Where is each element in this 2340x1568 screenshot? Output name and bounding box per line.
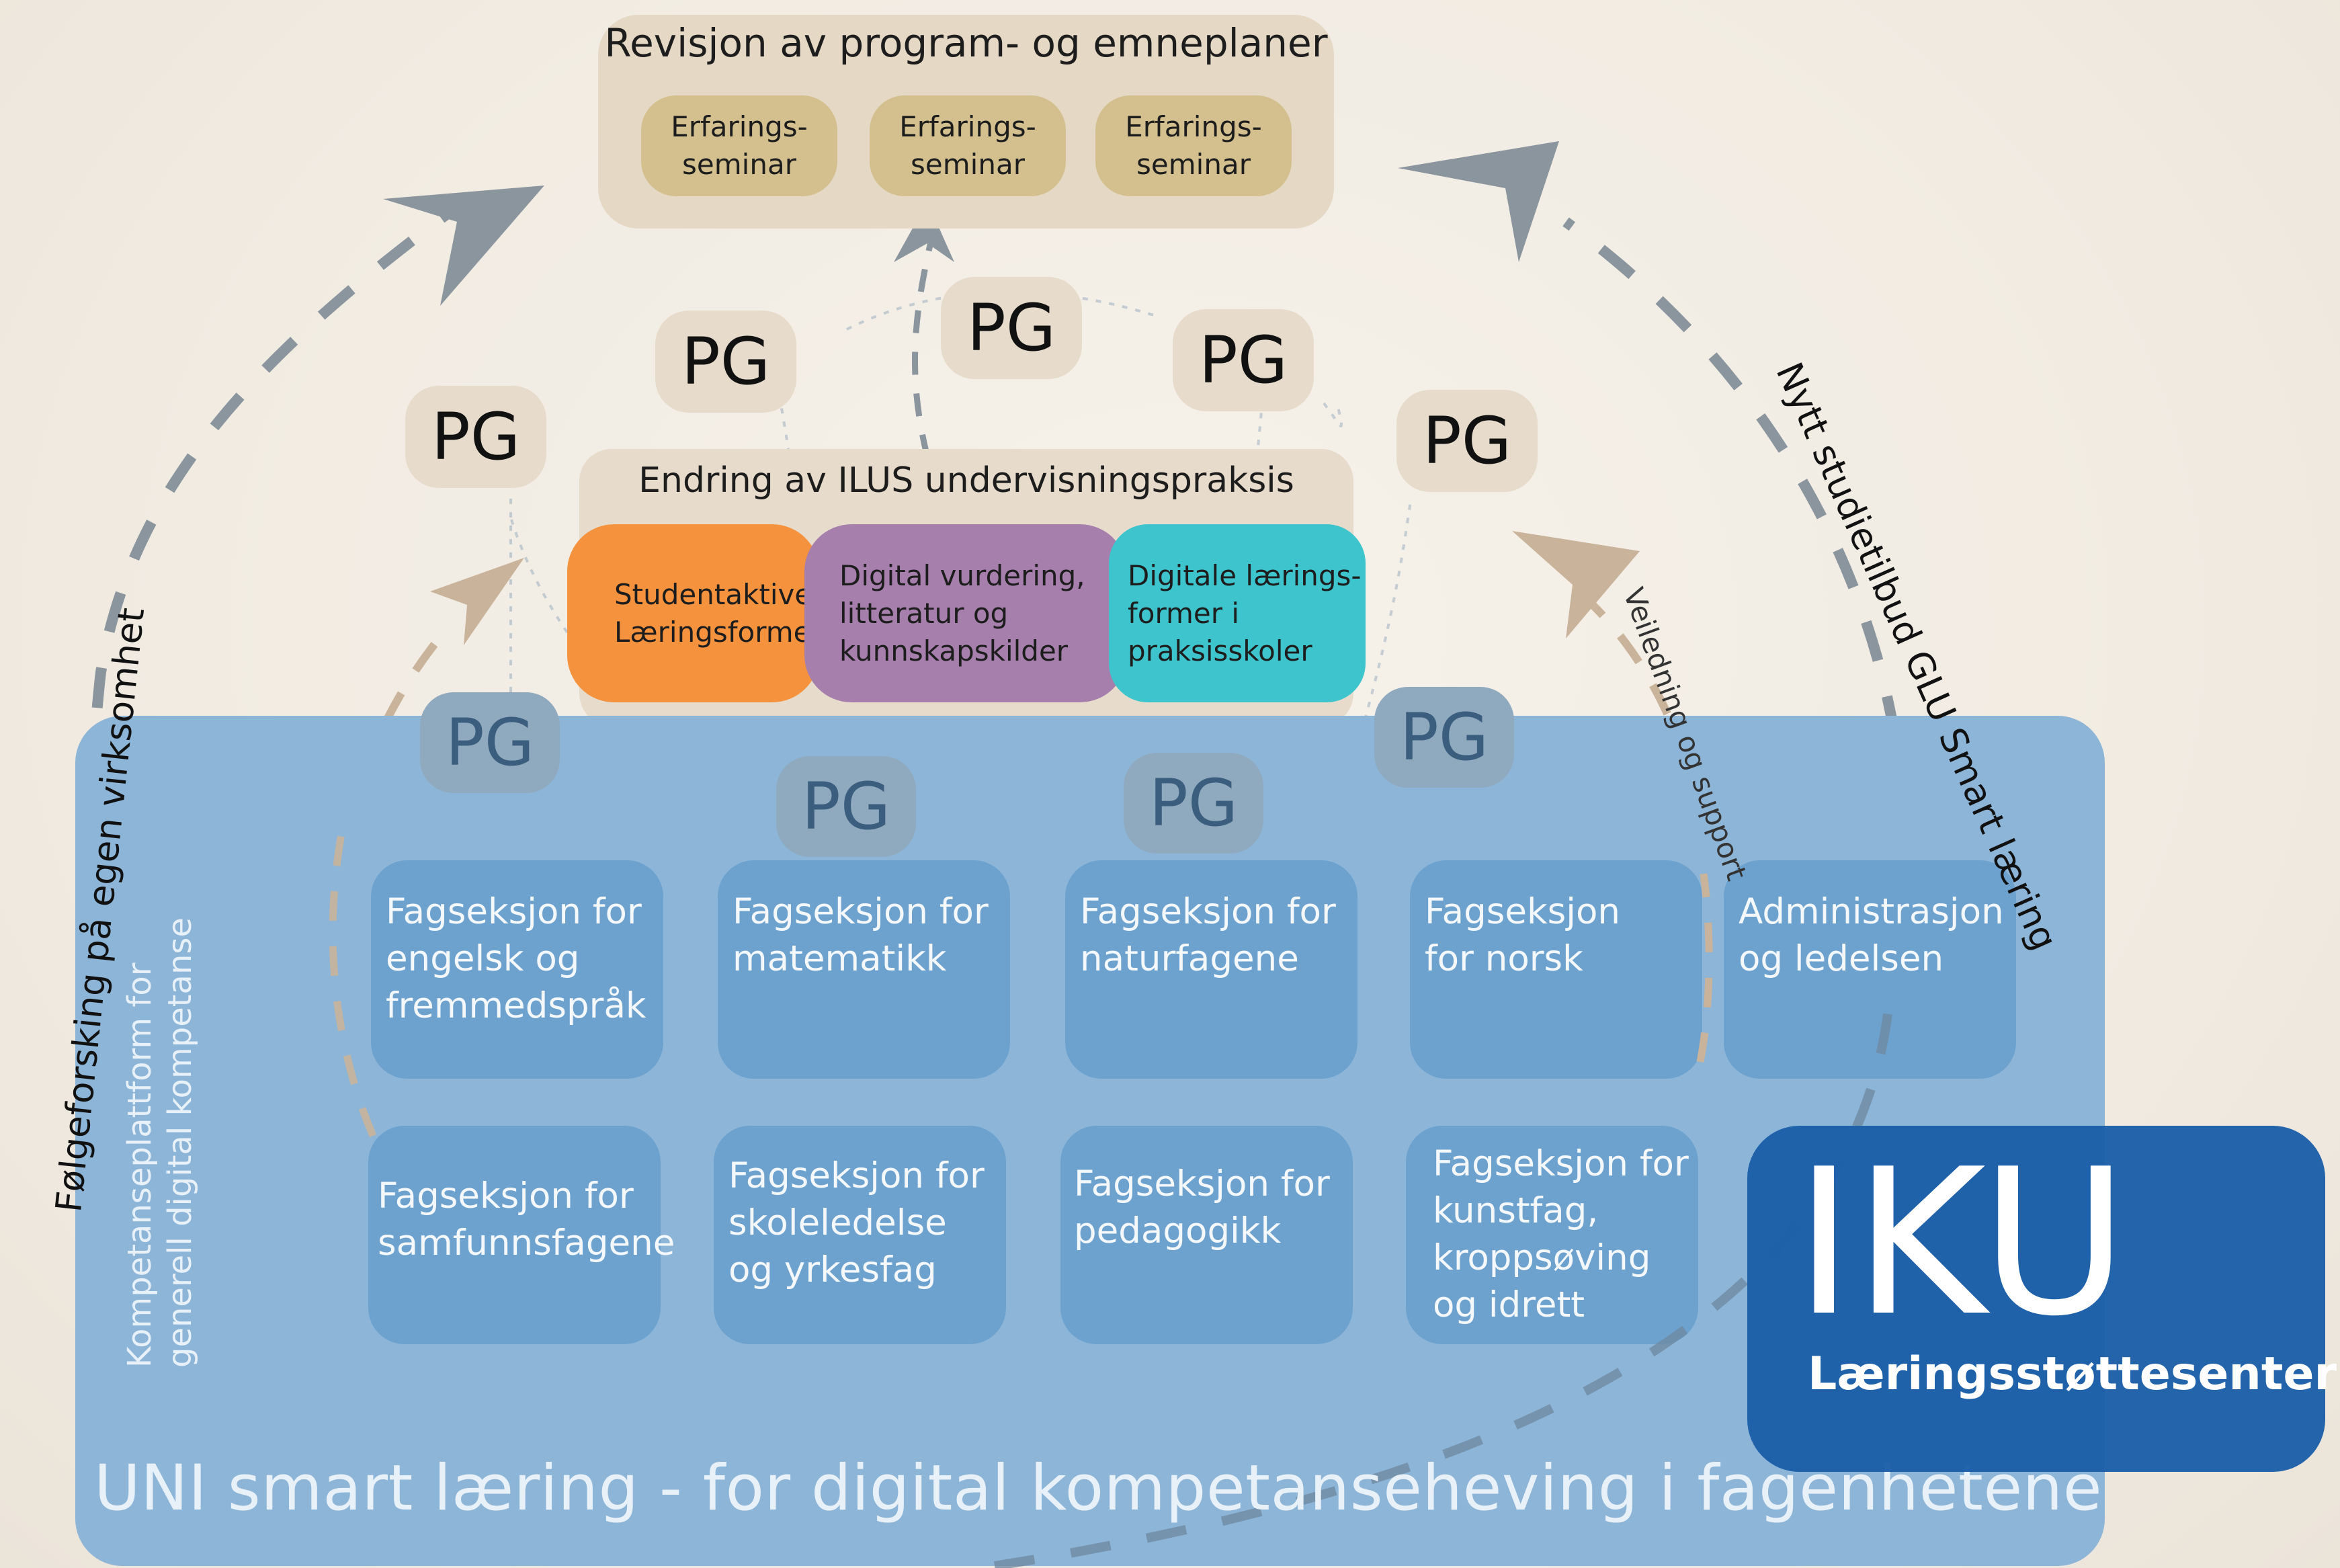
section-pedagogy: Fagseksjon for pedagogikk (1060, 1126, 1353, 1344)
dotted-link-4 (1245, 389, 1265, 821)
right-outer-arc-lower (993, 1007, 1893, 1568)
center-arrowhead (894, 202, 954, 262)
pg-box: PG (1396, 390, 1538, 492)
pill-student-active: Studentaktive Læringsformer (567, 524, 823, 702)
section-arts-pe: Fagseksjon for kunstfag, kroppsøving og … (1406, 1126, 1698, 1344)
left-outer-arrowhead (383, 185, 544, 306)
left-inner-arc-lower (329, 825, 377, 1138)
pg-box: PG (1124, 753, 1263, 854)
pg-box: PG (941, 277, 1082, 379)
section-school-leadership: Fagseksjon for skoleledelse og yrkesfag (714, 1126, 1006, 1344)
right-inner-arc-lower (1696, 873, 1713, 1063)
section-social-studies: Fagseksjon for samfunnsfagene (368, 1126, 675, 1344)
pg-box: PG (1374, 687, 1514, 788)
left-inner-label: Kompetanseplattform for generell digital… (121, 917, 199, 1368)
section-science: Fagseksjon for naturfagene (1065, 860, 1357, 1079)
seminar-box-1: Erfarings- seminar (641, 95, 837, 196)
pg-box: PG (776, 756, 916, 857)
right-inner-arrowhead (1512, 531, 1640, 638)
pg-box: PG (1173, 309, 1314, 411)
left-inner-arrowhead (430, 558, 524, 645)
right-outer-arrowhead (1398, 141, 1559, 262)
iku-box (1747, 1126, 2325, 1472)
dotted-link-5 (1323, 402, 1343, 427)
section-english: Fagseksjon for engelsk og fremmedspråk (371, 860, 663, 1079)
section-norwegian: Fagseksjon for norsk (1410, 860, 1702, 1079)
pill-digital-practice: Digitale lærings- former i praksisskoler (1109, 524, 1366, 702)
pill-digital-assessment: Digital vurdering, litteratur og kunnska… (804, 524, 1127, 702)
revision-title: Revisjon av program- og emneplaner (604, 20, 1328, 66)
center-dashed-line (912, 241, 934, 458)
section-administration: Administrasjon og ledelsen (1724, 860, 2016, 1079)
seminar-box-2: Erfarings- seminar (870, 95, 1066, 196)
pg-box: PG (405, 386, 546, 488)
section-math: Fagseksjon for matematikk (718, 860, 1010, 1079)
change-title: Endring av ILUS undervisningspraksis (638, 460, 1294, 501)
pg-box: PG (420, 692, 560, 793)
seminar-box-3: Erfarings- seminar (1095, 95, 1292, 196)
pg-box: PG (655, 311, 796, 413)
dotted-link-9 (846, 290, 1157, 331)
bottom-title: UNI smart læring - for digital kompetans… (94, 1452, 2103, 1525)
dotted-link-6 (1356, 497, 1413, 747)
iku-subtitle: Læringsstøttesenter (1808, 1348, 2337, 1401)
iku-title: IKU (1794, 1126, 2128, 1360)
